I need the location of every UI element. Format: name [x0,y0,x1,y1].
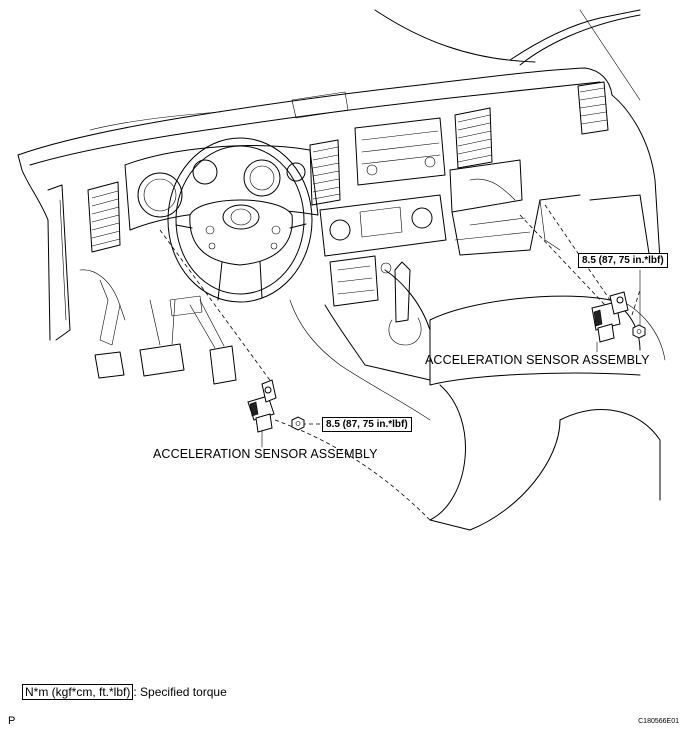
center-stack [309,117,447,307]
left-part-label: ACCELERATION SENSOR ASSEMBLY [153,447,378,461]
legend-description: Specified torque [140,685,227,699]
right-bolt-icon [632,324,646,339]
right-acceleration-sensor [591,291,629,343]
left-vent [87,181,121,253]
dashboard-outline [17,67,661,341]
corner-mark: P [8,715,16,727]
steering-wheel [167,137,313,303]
left-acceleration-sensor [247,379,277,433]
left-bolt-icon [291,416,305,431]
right-vents [454,81,609,169]
legend-separator: : [133,685,137,699]
passenger-dash [449,159,651,261]
instrument-cluster [124,145,319,231]
windshield-frame [374,9,641,101]
center-console [289,261,666,531]
legend-unit-box: N*m (kgf*cm, ft.*lbf) [22,684,134,700]
left-torque-spec: 8.5 (87, 75 in.*lbf) [322,417,412,432]
pedals-area [79,269,237,385]
label-leaders [261,269,641,448]
figure-code: C180566E01 [638,718,679,725]
torque-legend: N*m (kgf*cm, ft.*lbf): Specified torque [22,684,227,700]
right-torque-spec: 8.5 (87, 75 in.*lbf) [578,253,668,268]
right-part-label: ACCELERATION SENSOR ASSEMBLY [425,353,650,367]
leader-lines [159,204,641,521]
